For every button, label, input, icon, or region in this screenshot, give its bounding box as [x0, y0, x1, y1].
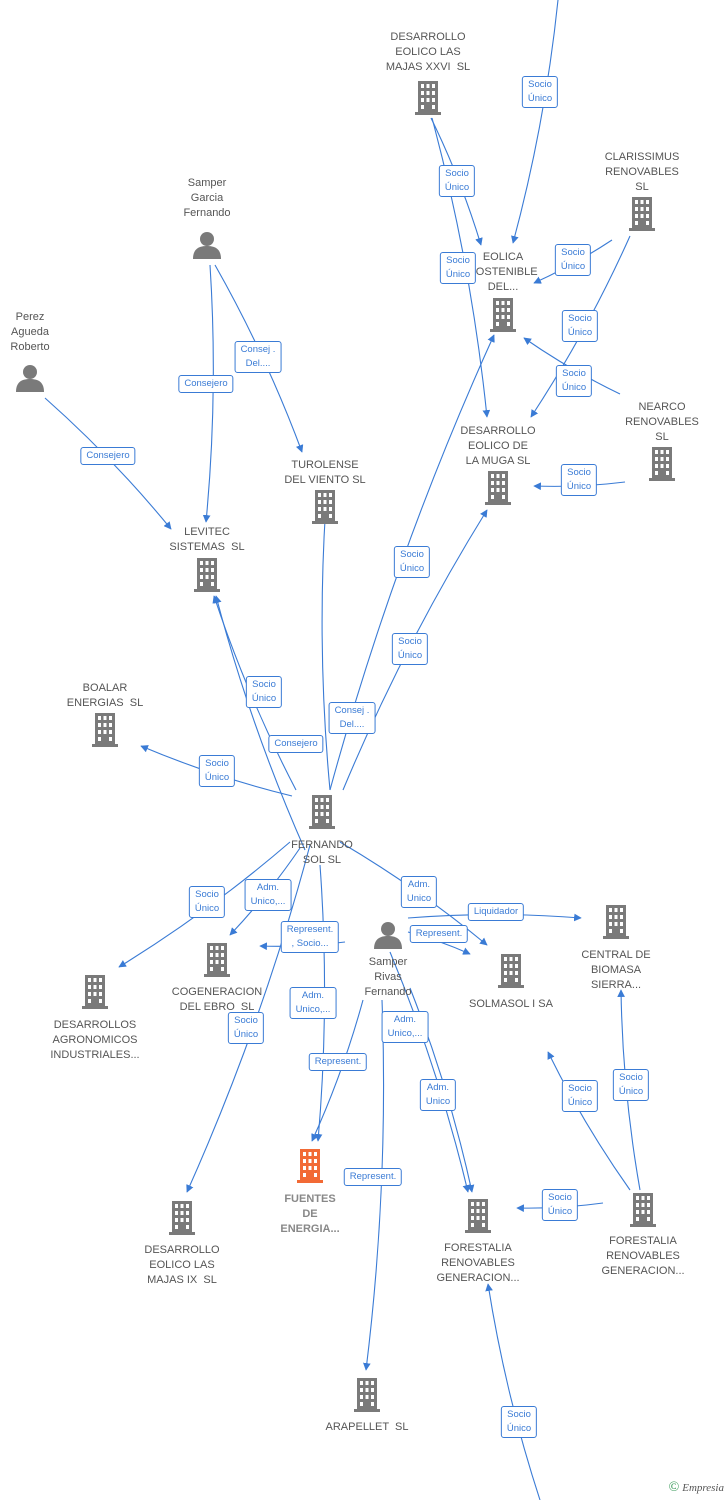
edges [44, 0, 641, 1500]
building-icon[interactable] [415, 81, 441, 115]
edge-label[interactable]: Represent. [308, 1053, 368, 1071]
relation-edge [547, 1051, 631, 1191]
edge-label[interactable]: Consejero [178, 375, 234, 393]
edge-label[interactable]: Adm. Unico,... [289, 987, 337, 1019]
relation-edge [321, 502, 331, 791]
company-label-majas26[interactable]: DESARROLLO EOLICO LAS MAJAS XXVI SL [385, 31, 471, 73]
edge-label[interactable]: Socio Único [439, 252, 477, 284]
edge-label[interactable]: Socio Único [560, 464, 598, 496]
edge-label[interactable]: Represent. [409, 925, 469, 943]
company-label-muga[interactable]: DESARROLLO EOLICO DE LA MUGA SL [460, 425, 536, 467]
edge-label[interactable]: Represent. , Socio... [280, 921, 340, 953]
edge-label[interactable]: Consej . Del.... [328, 702, 376, 734]
edge-label[interactable]: Consej . Del.... [234, 341, 282, 373]
edge-label[interactable]: Socio Único [500, 1406, 538, 1438]
footer: © Empresia [669, 1480, 724, 1496]
edge-label[interactable]: Adm. Unico,... [244, 879, 292, 911]
company-label-clarissimus[interactable]: CLARISSIMUS RENOVABLES SL [604, 151, 680, 193]
edge-label[interactable]: Adm. Unico [400, 876, 438, 908]
edge-label[interactable]: Socio Único [438, 165, 476, 197]
company-label-arapellet[interactable]: ARAPELLET SL [325, 1421, 409, 1433]
copyright-icon: © [668, 1480, 680, 1495]
company-label-central[interactable]: CENTRAL DE BIOMASA SIERRA... [581, 949, 651, 991]
person-icon[interactable] [193, 232, 221, 259]
building-icon[interactable] [629, 197, 655, 231]
building-icon[interactable] [309, 795, 335, 829]
company-label-solmasol[interactable]: SOLMASOL I SA [469, 998, 553, 1010]
edge-label[interactable]: Adm. Unico,... [381, 1011, 429, 1043]
company-label-boalar[interactable]: BOALAR ENERGIAS SL [66, 682, 144, 709]
edge-label[interactable]: Socio Único [227, 1012, 265, 1044]
building-icon[interactable] [498, 954, 524, 988]
person-label-samper_garcia[interactable]: Samper Garcia Fernando [183, 177, 231, 219]
building-icon[interactable] [169, 1201, 195, 1235]
relation-edge [311, 999, 364, 1142]
company-label-fuentes[interactable]: FUENTES DE ENERGIA... [280, 1193, 340, 1235]
company-label-majas9[interactable]: DESARROLLO EOLICO LAS MAJAS IX SL [144, 1244, 220, 1286]
building-icon[interactable] [82, 975, 108, 1009]
company-label-fernandosol[interactable]: FERNANDO SOL SL [291, 839, 353, 866]
edge-label[interactable]: Socio Único [521, 76, 559, 108]
edge-label[interactable]: Socio Único [561, 310, 599, 342]
building-icon[interactable] [630, 1193, 656, 1227]
company-label-forestalia_gen[interactable]: FORESTALIA RENOVABLES GENERACION... [436, 1242, 520, 1284]
relation-edge [485, 1283, 541, 1500]
building-icon[interactable] [92, 713, 118, 747]
relation-edge [214, 595, 306, 851]
relation-edge [389, 951, 471, 1193]
building-icon[interactable] [312, 490, 338, 524]
edge-label[interactable]: Socio Único [612, 1069, 650, 1101]
edge-label[interactable]: Socio Único [188, 886, 226, 918]
building-icon[interactable] [649, 447, 675, 481]
building-icon[interactable] [194, 558, 220, 592]
company-label-forestalia_gen2[interactable]: FORESTALIA RENOVABLES GENERACION... [601, 1235, 685, 1277]
company-label-agronomicos[interactable]: DESARROLLOS AGRONOMICOS INDUSTRIALES... [50, 1019, 140, 1061]
edge-label[interactable]: Socio Único [541, 1189, 579, 1221]
person-label-perez[interactable]: Perez Agueda Roberto [10, 311, 50, 353]
building-icon[interactable] [603, 905, 629, 939]
edge-label[interactable]: Socio Único [393, 546, 431, 578]
edge-label[interactable]: Socio Único [554, 244, 592, 276]
edge-label[interactable]: Socio Único [561, 1080, 599, 1112]
building-icon[interactable] [204, 943, 230, 977]
edge-label[interactable]: Socio Único [555, 365, 593, 397]
building-icon[interactable] [490, 298, 516, 332]
relation-edge [511, 0, 559, 244]
person-icon[interactable] [16, 365, 44, 392]
brand-logo[interactable]: Empresia [682, 1482, 724, 1494]
edge-label[interactable]: Represent. [343, 1168, 403, 1186]
edge-label[interactable]: Adm. Unico [419, 1079, 457, 1111]
edge-label[interactable]: Consejero [80, 447, 136, 465]
edge-label[interactable]: Socio Único [198, 755, 236, 787]
edge-label[interactable]: Liquidador [467, 903, 525, 921]
edge-label[interactable]: Socio Único [391, 633, 429, 665]
person-label-samper_rivas[interactable]: Samper Rivas Fernando [364, 956, 412, 998]
building-icon[interactable] [485, 471, 511, 505]
building-icon[interactable] [297, 1149, 323, 1183]
company-label-cogeneracion[interactable]: COGENERACION DEL EBRO SL [171, 986, 263, 1013]
person-icon[interactable] [374, 922, 402, 949]
building-icon[interactable] [354, 1378, 380, 1412]
edge-label[interactable]: Socio Único [245, 676, 283, 708]
company-label-levitec[interactable]: LEVITEC SISTEMAS SL [169, 526, 245, 553]
company-label-turolense[interactable]: TUROLENSE DEL VIENTO SL [284, 459, 366, 486]
company-label-eolica[interactable]: EOLICA SOSTENIBLE DEL... [468, 251, 538, 293]
edge-label[interactable]: Consejero [268, 735, 324, 753]
building-icon[interactable] [465, 1199, 491, 1233]
company-label-nearco[interactable]: NEARCO RENOVABLES SL [625, 401, 699, 443]
relation-edge [202, 264, 214, 523]
